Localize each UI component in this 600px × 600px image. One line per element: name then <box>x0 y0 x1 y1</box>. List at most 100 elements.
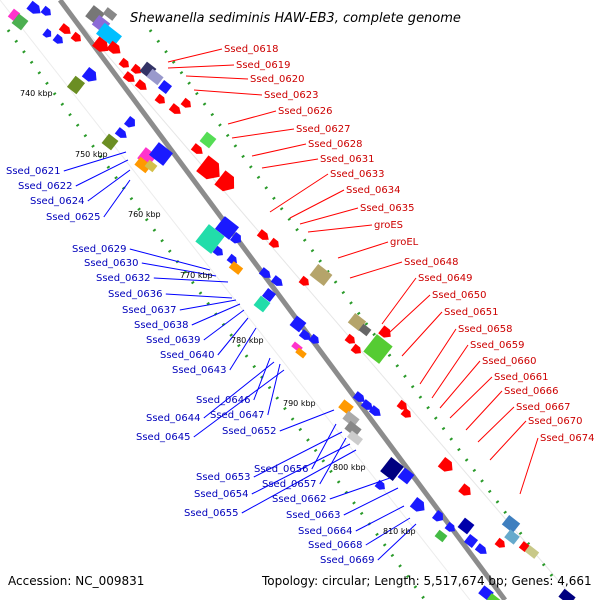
forward-gene-label: Ssed_0628 <box>308 139 363 150</box>
gene-arrow <box>214 170 235 192</box>
label-connector <box>185 75 249 80</box>
forward-gene-label: Ssed_0648 <box>404 257 459 268</box>
label-connector <box>349 261 403 279</box>
gene-feature <box>214 216 240 240</box>
label-connector <box>337 241 389 259</box>
reverse-gene-labels: Ssed_0621Ssed_0622Ssed_0624Ssed_0625Ssed… <box>6 166 375 566</box>
label-connectors <box>63 48 539 561</box>
label-connector <box>261 158 319 169</box>
forward-gene-label: Ssed_0627 <box>296 124 351 135</box>
gene-feature <box>344 420 362 438</box>
forward-gene-label: Ssed_0651 <box>444 307 499 318</box>
label-connector <box>217 317 249 356</box>
gene-feature <box>11 13 29 31</box>
gene-feature <box>397 467 415 485</box>
gene-arrow <box>40 5 51 16</box>
reverse-gene-label: Ssed_0621 <box>6 166 61 177</box>
label-connector <box>75 159 129 187</box>
gene-arrow <box>268 237 279 248</box>
label-connector <box>439 360 481 409</box>
gene-arrow <box>474 543 487 554</box>
reverse-gene-label: Ssed_0646 <box>196 395 251 406</box>
gene-arrow <box>190 143 203 154</box>
gene-arrow <box>81 66 97 82</box>
label-connector <box>419 328 457 385</box>
gene-arrow <box>58 23 71 34</box>
forward-gene-label: Ssed_0661 <box>494 372 549 383</box>
gene-arrow <box>118 57 129 68</box>
forward-gene-label: Ssed_0650 <box>432 290 487 301</box>
label-connector <box>165 293 233 299</box>
label-connector <box>203 309 245 341</box>
gene-arrow <box>298 329 311 340</box>
gene-feature <box>134 156 152 174</box>
reverse-gene-label: Ssed_0656 <box>254 464 309 475</box>
gene-arrow <box>70 31 81 42</box>
label-connector <box>167 48 223 63</box>
gene-feature <box>380 456 404 482</box>
reverse-gene-label: Ssed_0654 <box>194 489 249 500</box>
forward-gene-label: Ssed_0633 <box>330 169 385 180</box>
forward-gene-label: Ssed_0660 <box>482 356 537 367</box>
reverse-gene-label: Ssed_0657 <box>262 479 317 490</box>
label-connector <box>307 224 373 233</box>
reverse-gene-label: Ssed_0638 <box>134 320 189 331</box>
forward-gene-label: Ssed_0649 <box>418 273 473 284</box>
label-connector <box>477 406 515 443</box>
label-connector <box>103 179 131 218</box>
scale-tick-label: 750 kbp <box>75 150 108 159</box>
label-connector <box>193 369 285 438</box>
label-connector <box>153 277 229 283</box>
map-title: Shewanella sediminis HAW-EB3, complete g… <box>130 11 461 26</box>
gene-feature <box>363 334 393 364</box>
label-connector <box>251 143 307 157</box>
gene-arrow <box>270 275 283 286</box>
gene-arrow <box>378 325 391 338</box>
label-connector <box>253 431 343 478</box>
gene-arrow <box>26 0 41 14</box>
gene-arrow <box>409 496 425 512</box>
forward-gene-label: Ssed_0658 <box>458 324 513 335</box>
label-connector <box>289 189 345 219</box>
gene-feature <box>144 159 158 173</box>
label-connector <box>193 89 263 96</box>
gene-arrow <box>180 97 191 108</box>
gene-feature <box>102 7 118 21</box>
gene-arrow <box>494 537 505 548</box>
gene-arrow <box>360 399 373 410</box>
forward-gene-label: Ssed_0626 <box>278 106 333 117</box>
label-connector <box>365 517 411 546</box>
reverse-gene-label: Ssed_0647 <box>210 410 265 421</box>
scale-tick-label: 810 kbp <box>383 527 416 536</box>
gene-arrow <box>130 63 141 74</box>
gene-arrow <box>350 343 361 354</box>
gene-feature <box>195 224 225 254</box>
reverse-gene-label: Ssed_0643 <box>172 365 227 376</box>
forward-gene-label: Ssed_0635 <box>360 203 415 214</box>
gene-arrow <box>374 479 385 490</box>
label-connector <box>253 357 271 401</box>
gene-arrow <box>134 79 147 90</box>
label-connector <box>63 151 127 172</box>
gene-feature <box>261 287 277 303</box>
gene-arrow <box>122 71 135 82</box>
label-connector <box>319 437 347 485</box>
forward-gene-label: groEL <box>390 237 419 248</box>
label-connector <box>299 207 359 225</box>
forward-gene-label: Ssed_0670 <box>528 416 583 427</box>
label-connector <box>227 110 277 125</box>
reverse-gene-label: Ssed_0652 <box>222 426 277 437</box>
label-connector <box>241 449 357 514</box>
gene-arrow <box>344 333 355 344</box>
gene-arrow <box>114 127 127 138</box>
forward-gene-label: Ssed_0618 <box>224 44 279 55</box>
genome-stats: Topology: circular; Length: 5,517,674 bp… <box>261 574 592 588</box>
forward-gene-label: Ssed_0623 <box>264 90 319 101</box>
gene-arrow <box>437 456 453 472</box>
gene-feature <box>504 529 520 545</box>
gene-arrow <box>52 33 63 44</box>
gene-arrow <box>352 391 365 402</box>
label-connector <box>231 128 295 139</box>
reverse-gene-label: Ssed_0622 <box>18 181 73 192</box>
gene-feature <box>253 295 271 313</box>
